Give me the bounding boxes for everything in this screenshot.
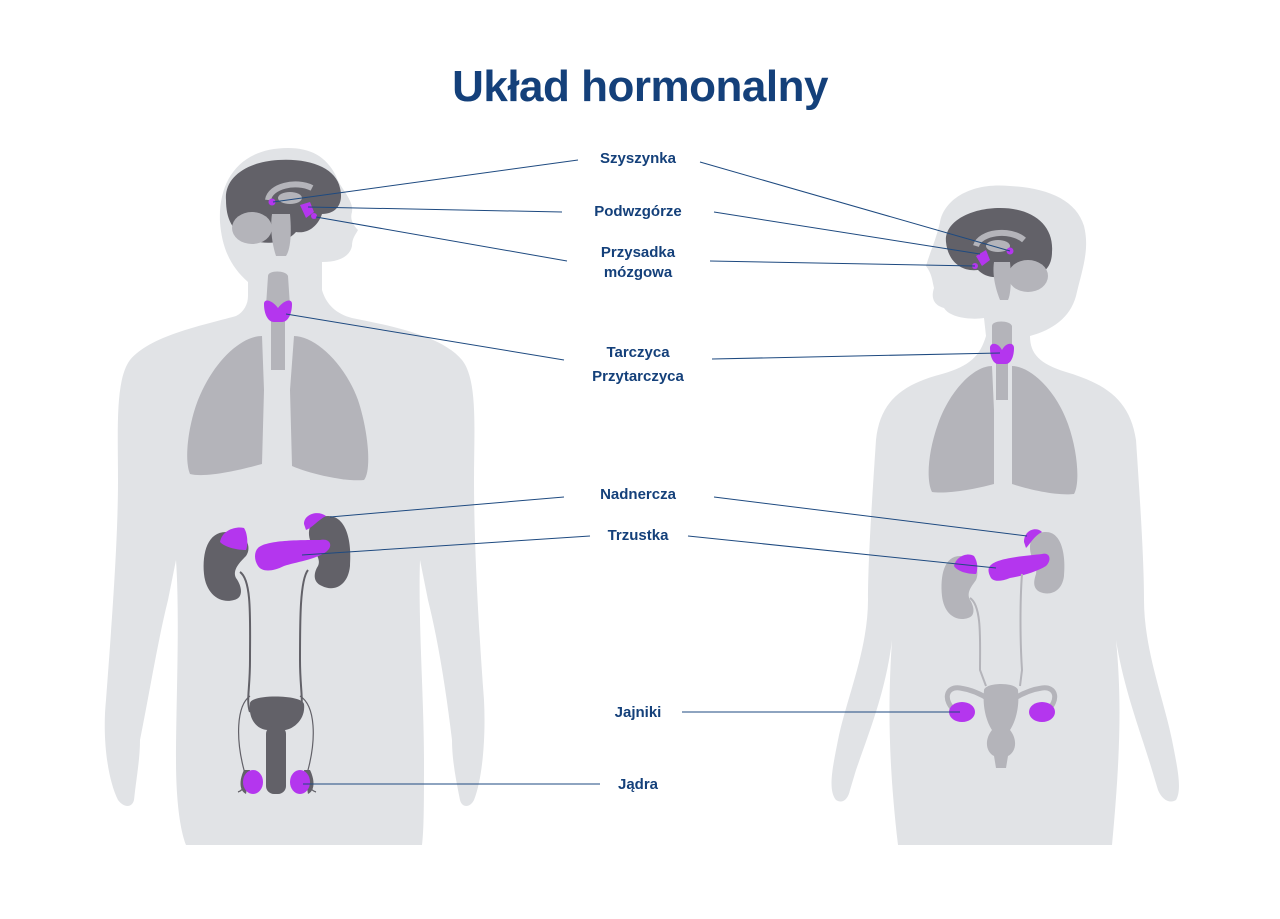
leader-line-pituitary-right [709,260,976,267]
male-thyroid [264,300,292,322]
female-adrenal-right [1024,529,1042,548]
label-thyroid: Tarczyca [606,344,670,361]
leader-line-pancreas-right [687,535,997,569]
leader-line-pancreas-left [301,535,591,556]
male-testis-right [290,770,310,794]
female-larynx [992,321,1012,346]
male-figure [104,148,485,845]
male-pituitary-gland [311,213,317,219]
male-lung-right [290,336,369,481]
leader-lines [272,159,1028,785]
male-larynx [266,271,290,306]
female-adrenal-left [954,554,978,574]
label-pancreas: Trzustka [607,527,669,544]
male-hypothalamus [300,202,314,218]
label-testes: Jądra [617,776,659,793]
male-lung-left [187,336,264,476]
female-ureter-right [1019,573,1024,687]
label-hypothalamus: Podwzgórze [594,203,682,220]
label-pituitary-1: Przysadka [600,244,676,261]
female-figure [831,185,1179,846]
label-pineal: Szyszynka [600,150,676,167]
female-ovary-left [949,702,975,722]
male-ureter-left [239,571,252,713]
label-parathyroid: Przytarczyca [592,368,684,385]
female-corpus-callosum [973,229,1026,248]
female-pancreas [988,553,1050,581]
male-silhouette [104,148,485,845]
leader-line-pituitary-left [315,216,568,262]
female-lung-left [928,366,994,493]
male-ureter-right [298,569,309,713]
female-lung-right [1012,366,1078,495]
male-penis [266,726,286,794]
label-ovaries: Jajniki [614,704,662,721]
male-thalamus [278,192,302,204]
male-pineal-gland [268,198,276,206]
leader-line-hypothalamus-right [713,211,981,255]
leader-line-pineal-right [699,161,1011,252]
female-cerebellum [1008,260,1048,292]
female-ureter-left [969,597,987,687]
male-corpus-callosum [265,181,314,202]
female-ovary-right [1029,702,1055,722]
male-pancreas [255,539,331,571]
leader-line-adrenal-right [713,496,1028,537]
female-uterus [983,684,1019,768]
page-title: Układ hormonalny [452,62,828,111]
female-silhouette [831,185,1179,846]
male-adrenal-right [304,513,326,530]
female-thyroid [990,343,1014,364]
label-adrenal: Nadnercza [600,486,676,503]
female-brainstem [993,262,1011,300]
leader-line-thyroid-right [711,352,1001,360]
leader-line-pineal-left [272,159,579,203]
leader-line-hypothalamus-left [307,206,563,213]
male-testis-left [243,770,263,794]
male-cerebellum [232,212,272,244]
leader-line-thyroid-left [285,313,565,361]
male-adrenal-left [220,527,248,550]
male-bladder [249,696,305,730]
male-brainstem [271,214,291,256]
label-pituitary-2: mózgowa [603,264,673,281]
male-kidney-right [308,516,351,589]
leader-line-adrenal-left [329,496,565,518]
